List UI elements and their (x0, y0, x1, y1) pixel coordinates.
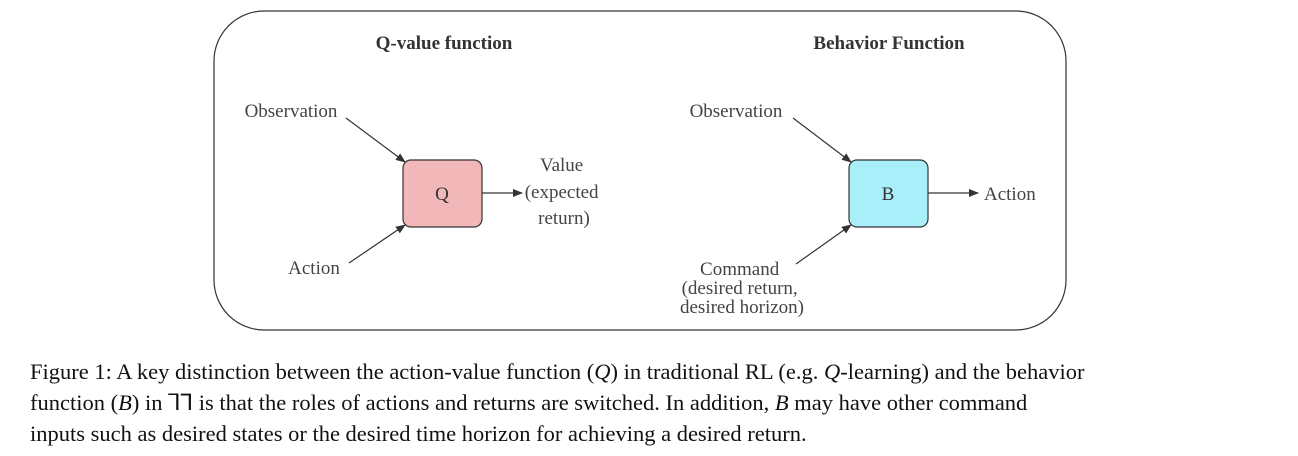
caption-math-q: Q (594, 359, 611, 384)
caption-text: function ( (30, 390, 119, 415)
caption-line-2: function (B) in ⅂Ꞁ is that the roles of … (30, 387, 1270, 418)
q-value-line-3: return) (538, 208, 590, 229)
b-action-output-label: Action (984, 184, 1036, 205)
q-box-label: Q (435, 184, 449, 205)
caption-text: ) in ⅂Ꞁ is that the roles of actions and… (131, 390, 775, 415)
b-observation-arrow (792, 117, 852, 163)
caption-text: Figure 1: A key distinction between the … (30, 359, 595, 384)
behavior-function-title: Behavior Function (813, 33, 965, 54)
caption-line-3: inputs such as desired states or the des… (30, 421, 807, 446)
caption-math-q: Q (824, 359, 841, 384)
caption-text: -learning) and the behavior (840, 359, 1085, 384)
caption-text: ) in traditional RL (e.g. (610, 359, 824, 384)
q-value-line-1: Value (540, 155, 583, 176)
b-command-label: Command (desired return, desired horizon… (680, 259, 804, 318)
b-box-label: B (882, 184, 895, 205)
q-value-line-2: (expected (525, 182, 599, 203)
b-observation-label: Observation (690, 101, 783, 122)
q-action-label: Action (288, 258, 340, 279)
b-command-line-1: Command (700, 259, 780, 280)
q-function-title: Q-value function (376, 33, 513, 54)
caption-math-b: B (774, 390, 789, 415)
diagram: Q-value function Observation Action Q Va… (213, 10, 1067, 331)
diagram-frame (213, 10, 1067, 331)
caption-line-1: Figure 1: A key distinction between the … (30, 356, 1270, 387)
caption-math-b: B (118, 390, 132, 415)
q-observation-label: Observation (245, 101, 338, 122)
caption-text: may have other command (788, 390, 1028, 415)
b-command-line-3: desired horizon) (680, 297, 804, 318)
q-observation-arrow (345, 117, 406, 163)
b-command-line-2: (desired return, (682, 278, 798, 299)
q-action-arrow (348, 224, 406, 264)
b-command-arrow (795, 224, 852, 265)
figure-caption: Figure 1: A key distinction between the … (30, 356, 1270, 449)
q-value-output-label: Value (expected return) (525, 155, 604, 229)
